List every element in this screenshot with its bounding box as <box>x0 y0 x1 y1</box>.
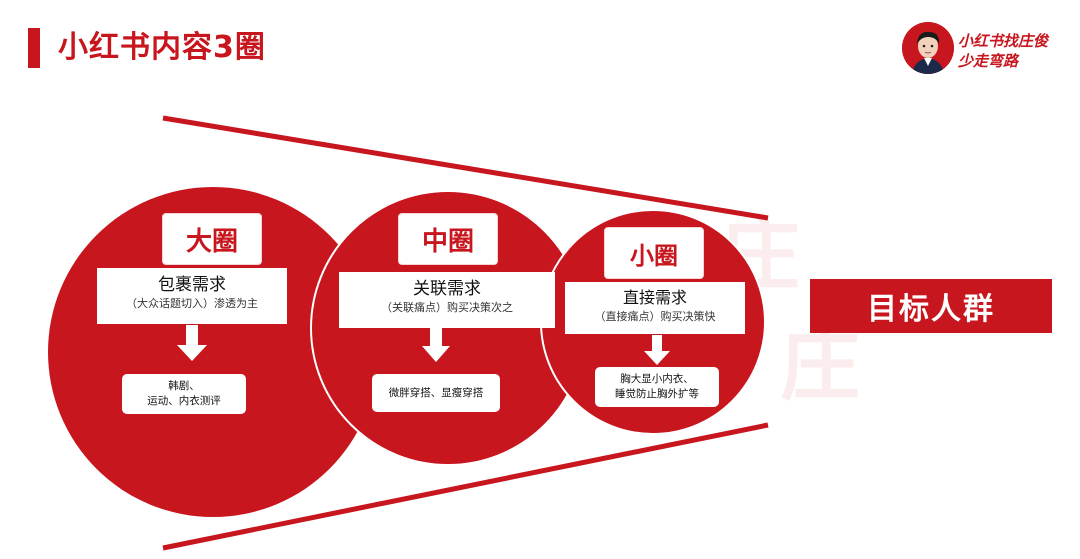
middle-circle-need-box: 关联需求 （关联痛点）购买决策次之 <box>339 272 555 328</box>
funnel-top-line <box>162 115 769 221</box>
watermark-text-2: 庄 <box>780 318 860 411</box>
brand-text-line2: 少走弯路 <box>958 52 1019 70</box>
avatar-portrait-icon <box>902 22 954 74</box>
big-circle-label: 大圈 <box>162 213 262 265</box>
funnel-bottom-line <box>162 422 769 551</box>
example-line: 运动、内衣测评 <box>147 395 221 407</box>
down-arrow-icon <box>177 325 207 361</box>
big-circle-examples: 韩剧、 运动、内衣测评 <box>122 374 246 414</box>
small-circle-need-box: 直接需求 （直接痛点）购买决策快 <box>565 282 745 334</box>
example-line: 微胖穿搭、显瘦穿搭 <box>388 386 484 399</box>
page-title: 小红书内容3圈 <box>58 30 266 65</box>
brand-logo: 小红书找庄俊 少走弯路 <box>902 22 1072 76</box>
target-audience-box: 目标人群 <box>810 279 1052 333</box>
big-circle-need: 包裹需求 <box>158 275 226 295</box>
middle-circle-examples: 微胖穿搭、显瘦穿搭 <box>372 374 500 412</box>
big-circle-detail: （大众话题切入）渗透为主 <box>126 297 258 310</box>
down-arrow-icon <box>644 335 670 365</box>
example-line: 韩剧、 <box>168 380 200 392</box>
middle-circle-detail: （关联痛点）购买决策次之 <box>381 301 513 314</box>
example-line: 睡觉防止胸外扩等 <box>615 388 699 400</box>
down-arrow-icon <box>422 328 450 362</box>
middle-circle-label: 中圈 <box>398 213 498 265</box>
small-circle-need: 直接需求 <box>622 288 687 307</box>
small-circle-examples: 胸大显小内衣、 睡觉防止胸外扩等 <box>595 367 719 407</box>
title-accent-bar <box>28 28 40 68</box>
example-line: 胸大显小内衣、 <box>620 373 694 385</box>
middle-circle-need: 关联需求 <box>413 279 481 299</box>
small-circle-label: 小圈 <box>604 227 704 279</box>
small-circle-detail: （直接痛点）购买决策快 <box>594 310 716 323</box>
avatar <box>902 22 954 74</box>
brand-text-line1: 小红书找庄俊 <box>958 32 1049 50</box>
big-circle-need-box: 包裹需求 （大众话题切入）渗透为主 <box>97 268 287 324</box>
